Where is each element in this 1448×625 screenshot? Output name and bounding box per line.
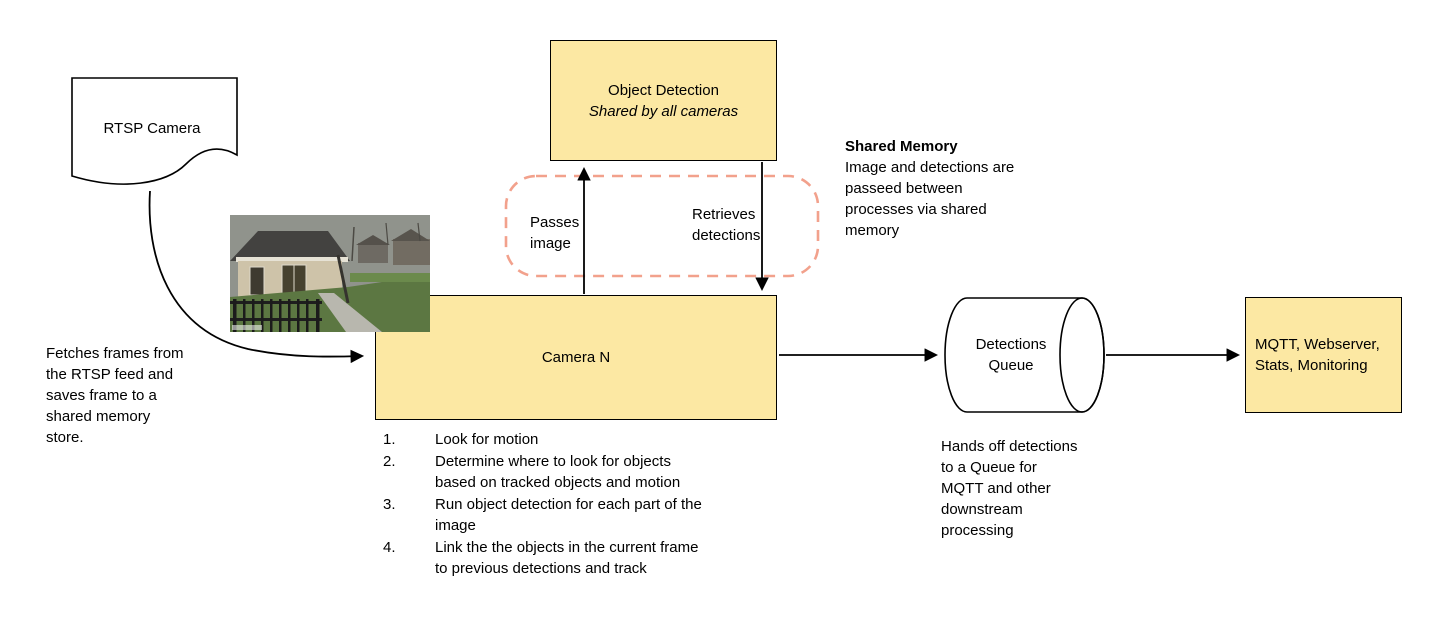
shared-memory-title: Shared Memory — [845, 138, 958, 155]
mqtt-box: MQTT, Webserver, Stats, Monitoring — [1245, 297, 1402, 413]
camera-snapshot-image — [230, 215, 430, 332]
step-number: 1. — [383, 431, 396, 448]
camera-n-box: Camera N — [375, 295, 777, 420]
rtsp-camera-label: RTSP Camera — [103, 120, 201, 137]
mqtt-box-label: MQTT, Webserver, Stats, Monitoring — [1255, 336, 1380, 374]
camera-steps-list: 1. Look for motion 2. Determine where to… — [383, 429, 783, 580]
step-item-3: 3. Run object detection for each part of… — [383, 494, 783, 536]
step-number: 3. — [383, 496, 396, 513]
passes-image-label: Passes image — [530, 214, 580, 252]
object-detection-subtitle: Shared by all cameras — [588, 102, 739, 120]
detections-queue-label: Detections Queue — [975, 336, 1047, 374]
step-item-1: 1. Look for motion — [383, 429, 783, 450]
step-text: Determine where to look for objects base… — [435, 453, 681, 491]
object-detection-title: Object Detection — [608, 81, 719, 99]
shared-memory-dashed-boundary — [504, 174, 820, 278]
camera-n-label: Camera N — [541, 349, 611, 366]
shared-memory-note: Shared Memory Image and detections are p… — [845, 136, 1070, 241]
rtsp-to-camera-arrow — [148, 190, 365, 364]
rtsp-camera-shape — [71, 77, 238, 185]
step-text: Link the the objects in the current fram… — [435, 539, 699, 577]
step-text: Run object detection for each part of th… — [435, 496, 702, 534]
step-item-4: 4. Link the the objects in the current f… — [383, 537, 783, 579]
hands-off-note: Hands off detections to a Queue for MQTT… — [941, 438, 1078, 539]
fetches-frames-note: Fetches frames from the RTSP feed and sa… — [46, 345, 184, 446]
shared-memory-body: Image and detections are passeed between… — [845, 159, 1015, 239]
step-text: Look for motion — [435, 431, 539, 448]
step-number: 2. — [383, 453, 396, 470]
object-detection-box: Object Detection Shared by all cameras — [550, 40, 777, 161]
detections-queue-end-cap — [1059, 297, 1105, 413]
step-number: 4. — [383, 539, 396, 556]
step-item-2: 2. Determine where to look for objects b… — [383, 451, 783, 493]
retrieves-detections-label: Retrieves detections — [692, 206, 761, 244]
